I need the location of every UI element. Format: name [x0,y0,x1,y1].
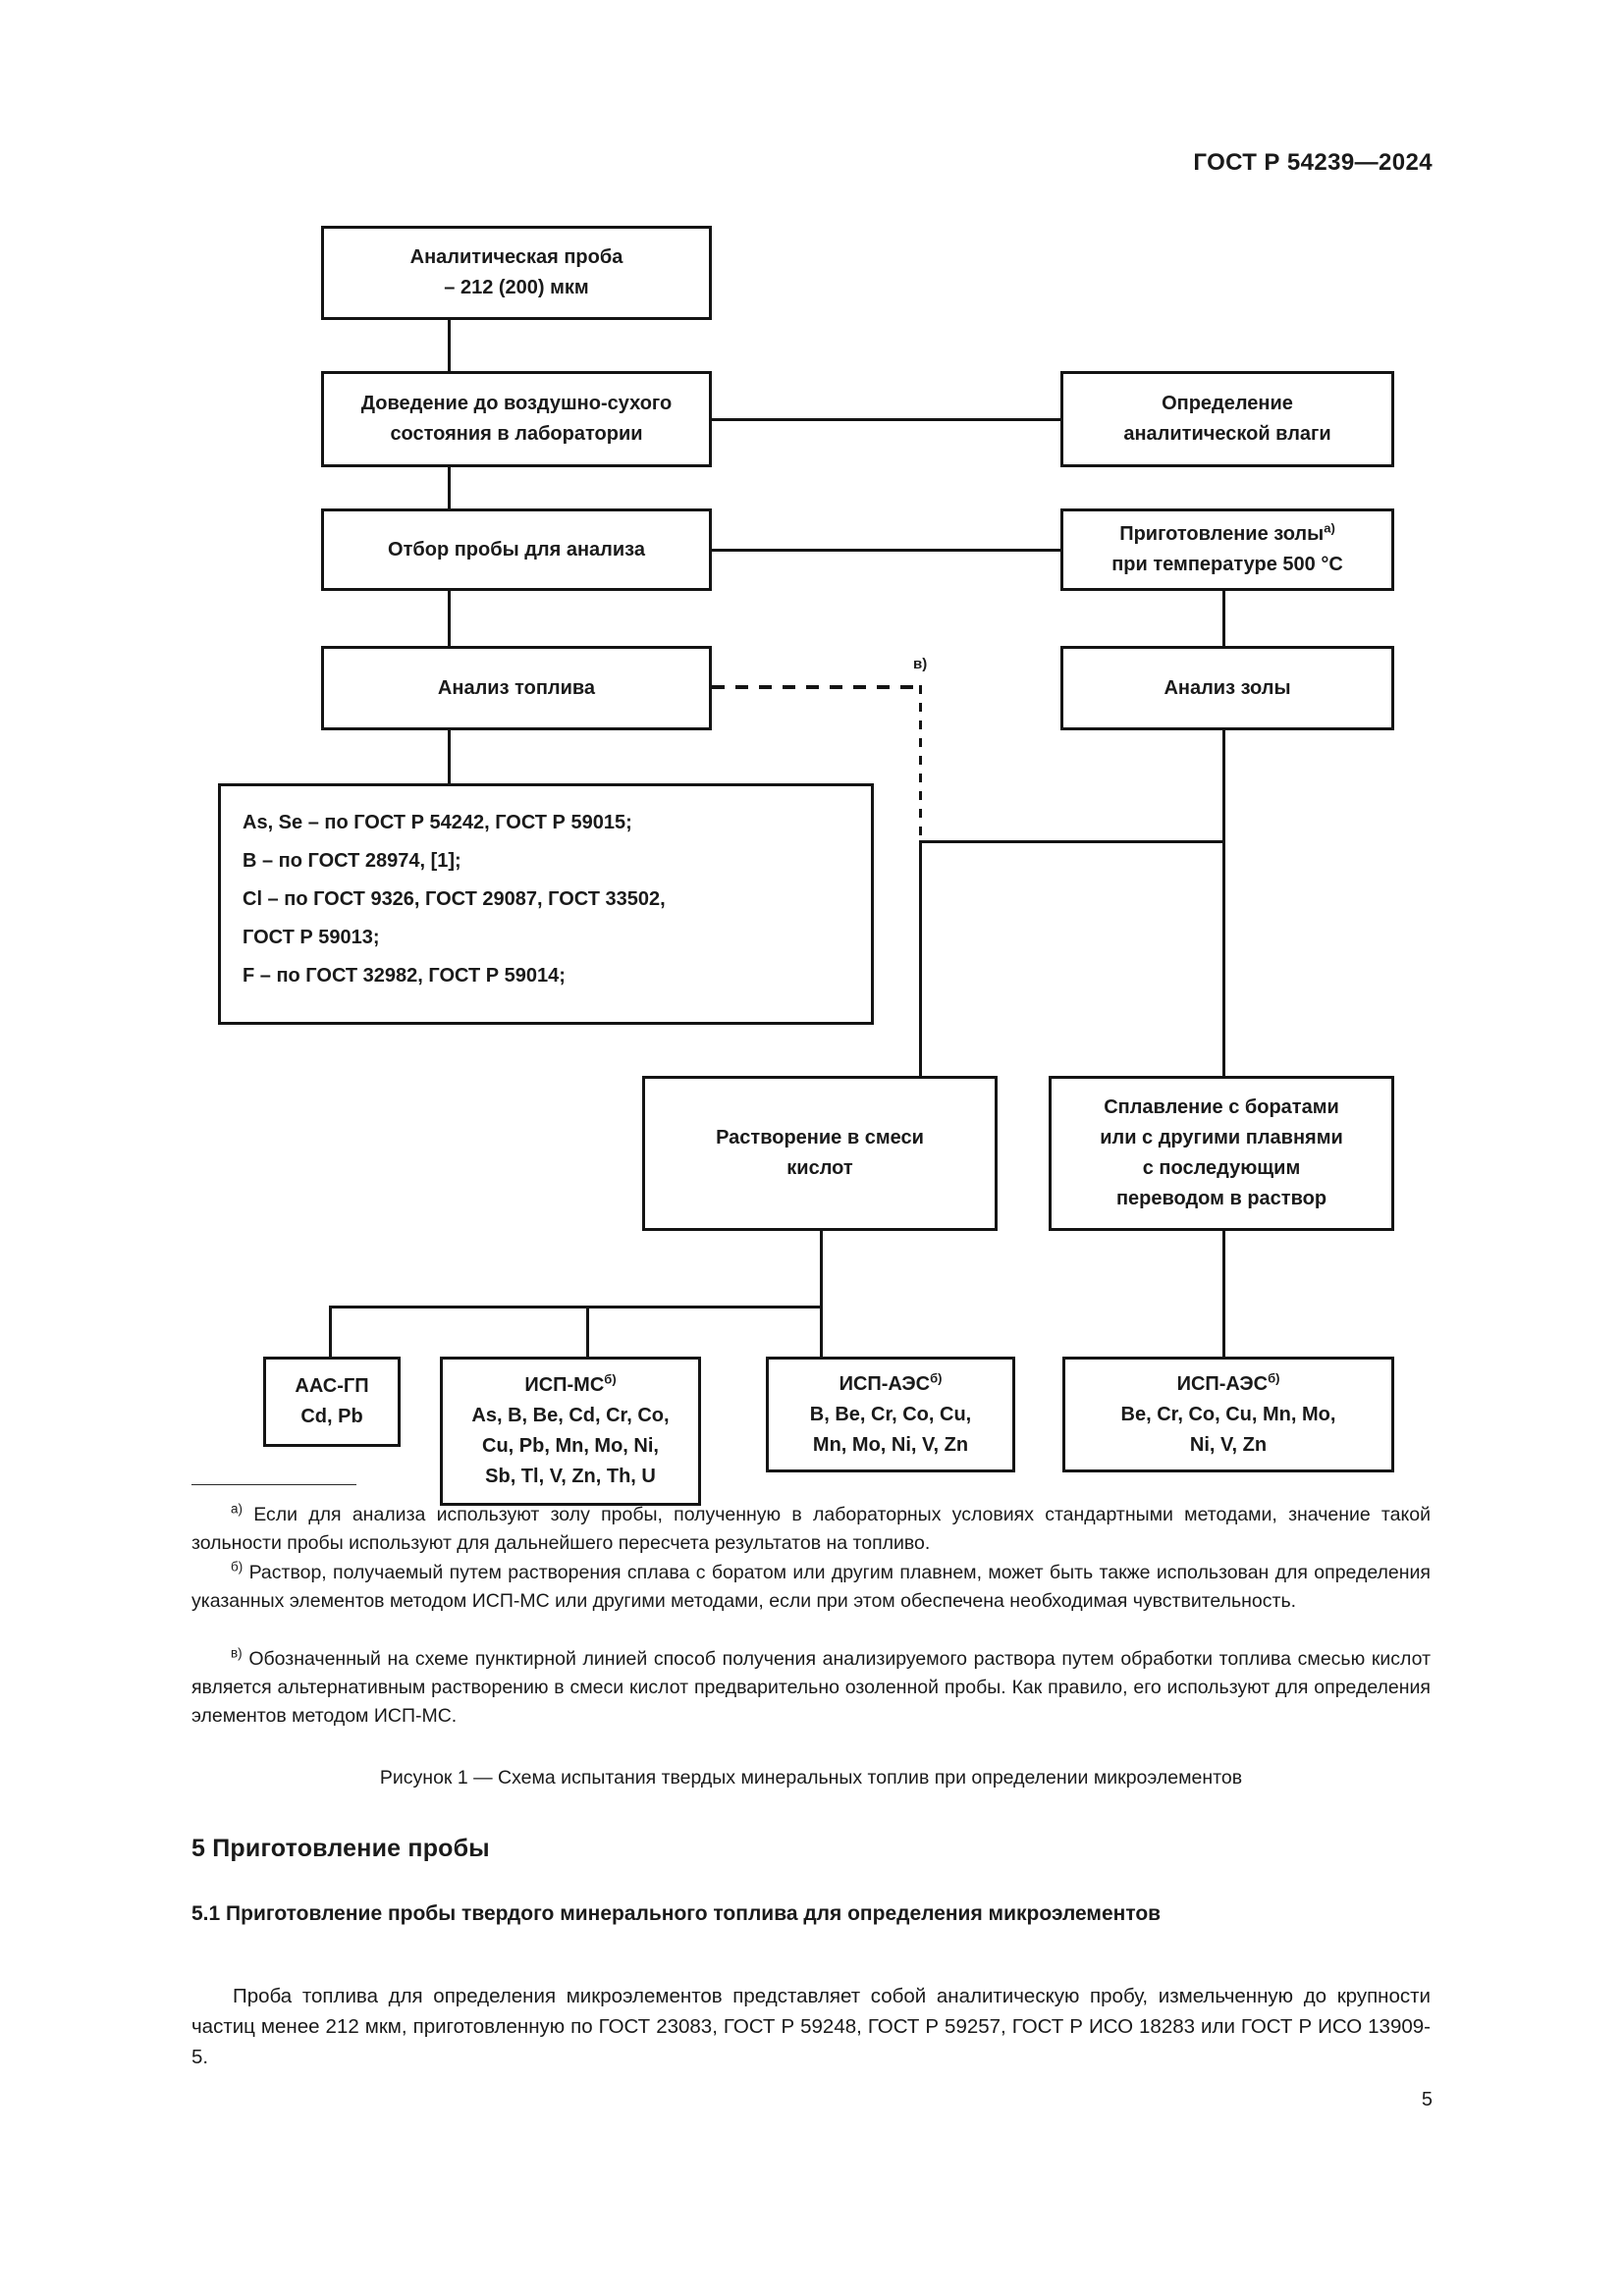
connector-acid-distribution-bar [329,1306,820,1308]
footnote-a: а) Если для анализа используют золу проб… [191,1501,1431,1558]
page-number: 5 [1421,2089,1433,2110]
node-ash-analysis: Анализ золы [1060,646,1394,730]
node-borate-fusion-line4: переводом в раствор [1115,1188,1327,1209]
figure-caption: Рисунок 1 — Схема испытания твердых мине… [379,1767,1243,1789]
footnote-b-text: б) Раствор, получаемый путем растворения… [191,1559,1431,1612]
section-body-paragraph: Проба топлива для определения микроэлеме… [191,1982,1431,2072]
node-air-dry: Доведение до воздушно-сухого состояния в… [321,371,712,467]
node-ash-prep-line2: при температуре 500 °C [1111,554,1343,575]
footnote-mark-b-icpaes1: б) [930,1369,943,1385]
node-analytical-sample-line2: – 212 (200) мкм [444,277,589,298]
node-ash-preparation: Приготовление золыа) при температуре 500… [1060,508,1394,591]
node-standards-list: As, Se – по ГОСТ Р 54242, ГОСТ Р 59015; … [218,783,874,1025]
footnote-a-text: а) Если для анализа используют золу проб… [191,1501,1431,1554]
connector-branch-icpaes1 [820,1306,823,1357]
standards-line-2: B – по ГОСТ 28974, [1]; [243,850,461,872]
connector-ashprep-to-ashanalysis [1222,591,1225,646]
connector-branch-aasgp [329,1306,332,1357]
connector-fuel-to-standards [448,730,451,783]
method-icpms-title: ИСП-МСб) [524,1371,617,1396]
footnote-mark-b-icpaes2: б) [1268,1369,1280,1385]
node-acid-dissolution-line1: Растворение в смеси [716,1127,924,1148]
footnote-mark-a: а) [1324,520,1335,536]
footnote-a-mark: а) [231,1501,244,1517]
standards-line-3: Cl – по ГОСТ 9326, ГОСТ 29087, ГОСТ 3350… [243,888,666,910]
node-borate-fusion-line2: или с другими плавнями [1100,1127,1343,1148]
node-fuel-analysis-line1: Анализ топлива [437,676,596,699]
connector-ashanalysis-down [1222,730,1225,843]
dashed-route-marker-label: в) [913,656,928,672]
connector-fusion-to-icpaes2 [1222,1231,1225,1357]
node-ash-prep-line1: Приготовление золыа) [1119,520,1335,545]
figure-1-flowchart: Аналитическая проба – 212 (200) мкм Дове… [218,226,1394,1506]
connector-junction-to-acid [919,840,922,1076]
node-borate-fusion: Сплавление с боратами или с другими плав… [1049,1076,1394,1231]
method-aasgp-elements-1: Cd, Pb [300,1406,363,1427]
section-heading-5: 5 Приготовление пробы [191,1835,490,1862]
connector-junction-bar [919,840,1225,843]
connector-airdry-to-sampling [448,467,451,508]
method-aasgp-title: ААС-ГП [295,1375,369,1397]
connector-airdry-to-moisture [712,418,1060,421]
node-analytical-sample: Аналитическая проба – 212 (200) мкм [321,226,712,320]
standards-line-4: ГОСТ Р 59013; [243,927,380,948]
connector-sampling-to-fuel [448,591,451,646]
method-icpaes1-title: ИСП-АЭСб) [839,1369,943,1395]
node-moisture-line1: Определение [1162,393,1293,414]
footnote-v-mark: в) [231,1645,243,1661]
node-method-icp-aes-acid: ИСП-АЭСб) B, Be, Cr, Co, Cu, Mn, Mo, Ni,… [766,1357,1015,1472]
connector-dashed-fuel-to-branch [712,685,920,689]
node-analytical-sample-line1: Аналитическая проба [409,246,623,268]
node-sampling: Отбор пробы для анализа [321,508,712,591]
connector-sample-to-airdry [448,320,451,371]
footnote-b-mark: б) [231,1559,244,1575]
paragraph-text: Проба топлива для определения микроэлеме… [191,1985,1431,2068]
connector-branch-icpms [586,1306,589,1357]
node-air-dry-line1: Доведение до воздушно-сухого [360,393,673,414]
section-subheading-5-1: 5.1 Приготовление пробы твердого минерал… [191,1902,1162,1925]
page-header-standard: ГОСТ Р 54239—2024 [1193,149,1433,176]
node-method-icp-ms: ИСП-МСб) As, B, Be, Cd, Cr, Co, Cu, Pb, … [440,1357,701,1506]
method-icpaes2-title: ИСП-АЭСб) [1176,1369,1280,1395]
method-icpaes2-elements-2: Ni, V, Zn [1189,1433,1268,1456]
footnote-separator-rule [191,1484,356,1485]
node-borate-fusion-line3: с последующим [1142,1157,1301,1179]
method-icpms-elements-2: Cu, Pb, Mn, Mo, Ni, [482,1435,659,1457]
method-icpaes1-elements-2: Mn, Mo, Ni, V, Zn [812,1433,969,1456]
node-acid-dissolution: Растворение в смеси кислот [642,1076,998,1231]
standards-line-5: F – по ГОСТ 32982, ГОСТ Р 59014; [243,965,566,987]
node-moisture-determination: Определение аналитической влаги [1060,371,1394,467]
node-borate-fusion-line1: Сплавление с боратами [1104,1096,1339,1118]
node-moisture-line2: аналитической влаги [1123,423,1331,445]
node-air-dry-line2: состояния в лаборатории [390,423,643,445]
footnote-v-text: в) Обозначенный на схеме пунктирной лини… [191,1645,1431,1727]
method-icpms-elements-1: As, B, Be, Cd, Cr, Co, [471,1405,670,1426]
method-icpms-elements-3: Sb, Tl, V, Zn, Th, U [485,1466,656,1487]
connector-junction-to-fusion [1222,840,1225,1076]
footnote-v: в) Обозначенный на схеме пунктирной лини… [191,1645,1431,1731]
connector-acid-down [820,1231,823,1308]
connector-sampling-to-ashprep [712,549,1060,552]
node-method-aas-gp: ААС-ГП Cd, Pb [263,1357,401,1447]
connector-dashed-branch-down [919,685,922,842]
footnote-b: б) Раствор, получаемый путем растворения… [191,1559,1431,1616]
node-acid-dissolution-line2: кислот [786,1157,853,1179]
standards-line-1: As, Se – по ГОСТ Р 54242, ГОСТ Р 59015; [243,812,632,833]
method-icpaes2-elements-1: Be, Cr, Co, Cu, Mn, Mo, [1120,1403,1336,1425]
node-fuel-analysis: Анализ топлива [321,646,712,730]
node-method-icp-aes-fusion: ИСП-АЭСб) Be, Cr, Co, Cu, Mn, Mo, Ni, V,… [1062,1357,1394,1472]
node-sampling-line1: Отбор пробы для анализа [388,538,645,561]
method-icpaes1-elements-1: B, Be, Cr, Co, Cu, [809,1403,972,1425]
node-ash-analysis-line1: Анализ золы [1164,676,1291,699]
footnote-mark-b-icpms: б) [604,1371,617,1387]
